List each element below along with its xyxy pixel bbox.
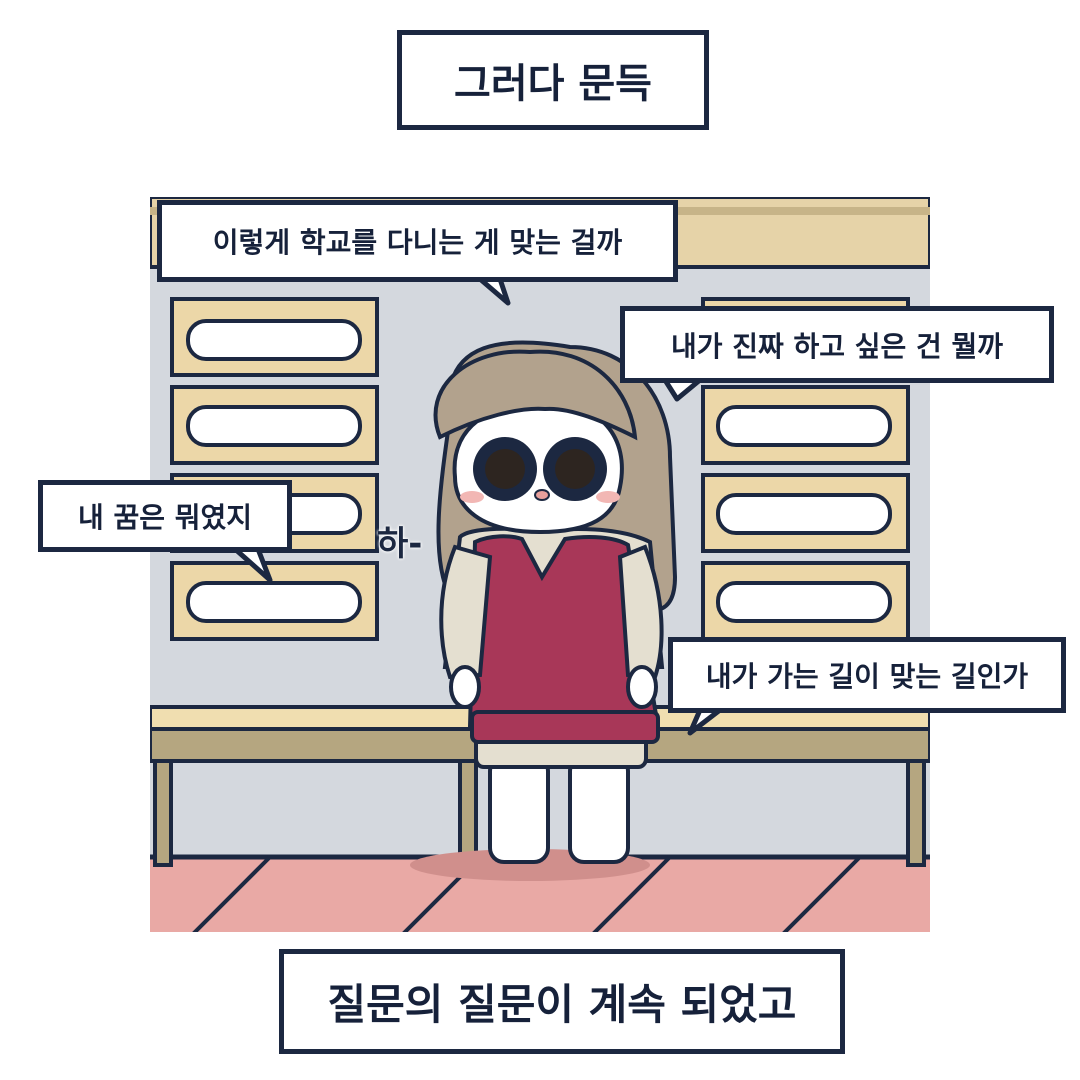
caption-top: 그러다 문득 (397, 30, 709, 130)
sigh-sound-effect: 하- (377, 524, 423, 564)
speech-bubble-school: 이렇게 학교를 다니는 게 맞는 걸까 (157, 200, 678, 282)
speech-bubble-want: 내가 진짜 하고 싶은 건 뭘까 (620, 306, 1054, 383)
caption-bottom: 질문의 질문이 계속 되었고 (279, 949, 845, 1054)
speech-bubble-dream: 내 꿈은 뭐였지 (38, 480, 292, 552)
speech-bubble-path: 내가 가는 길이 맞는 길인가 (668, 637, 1066, 713)
